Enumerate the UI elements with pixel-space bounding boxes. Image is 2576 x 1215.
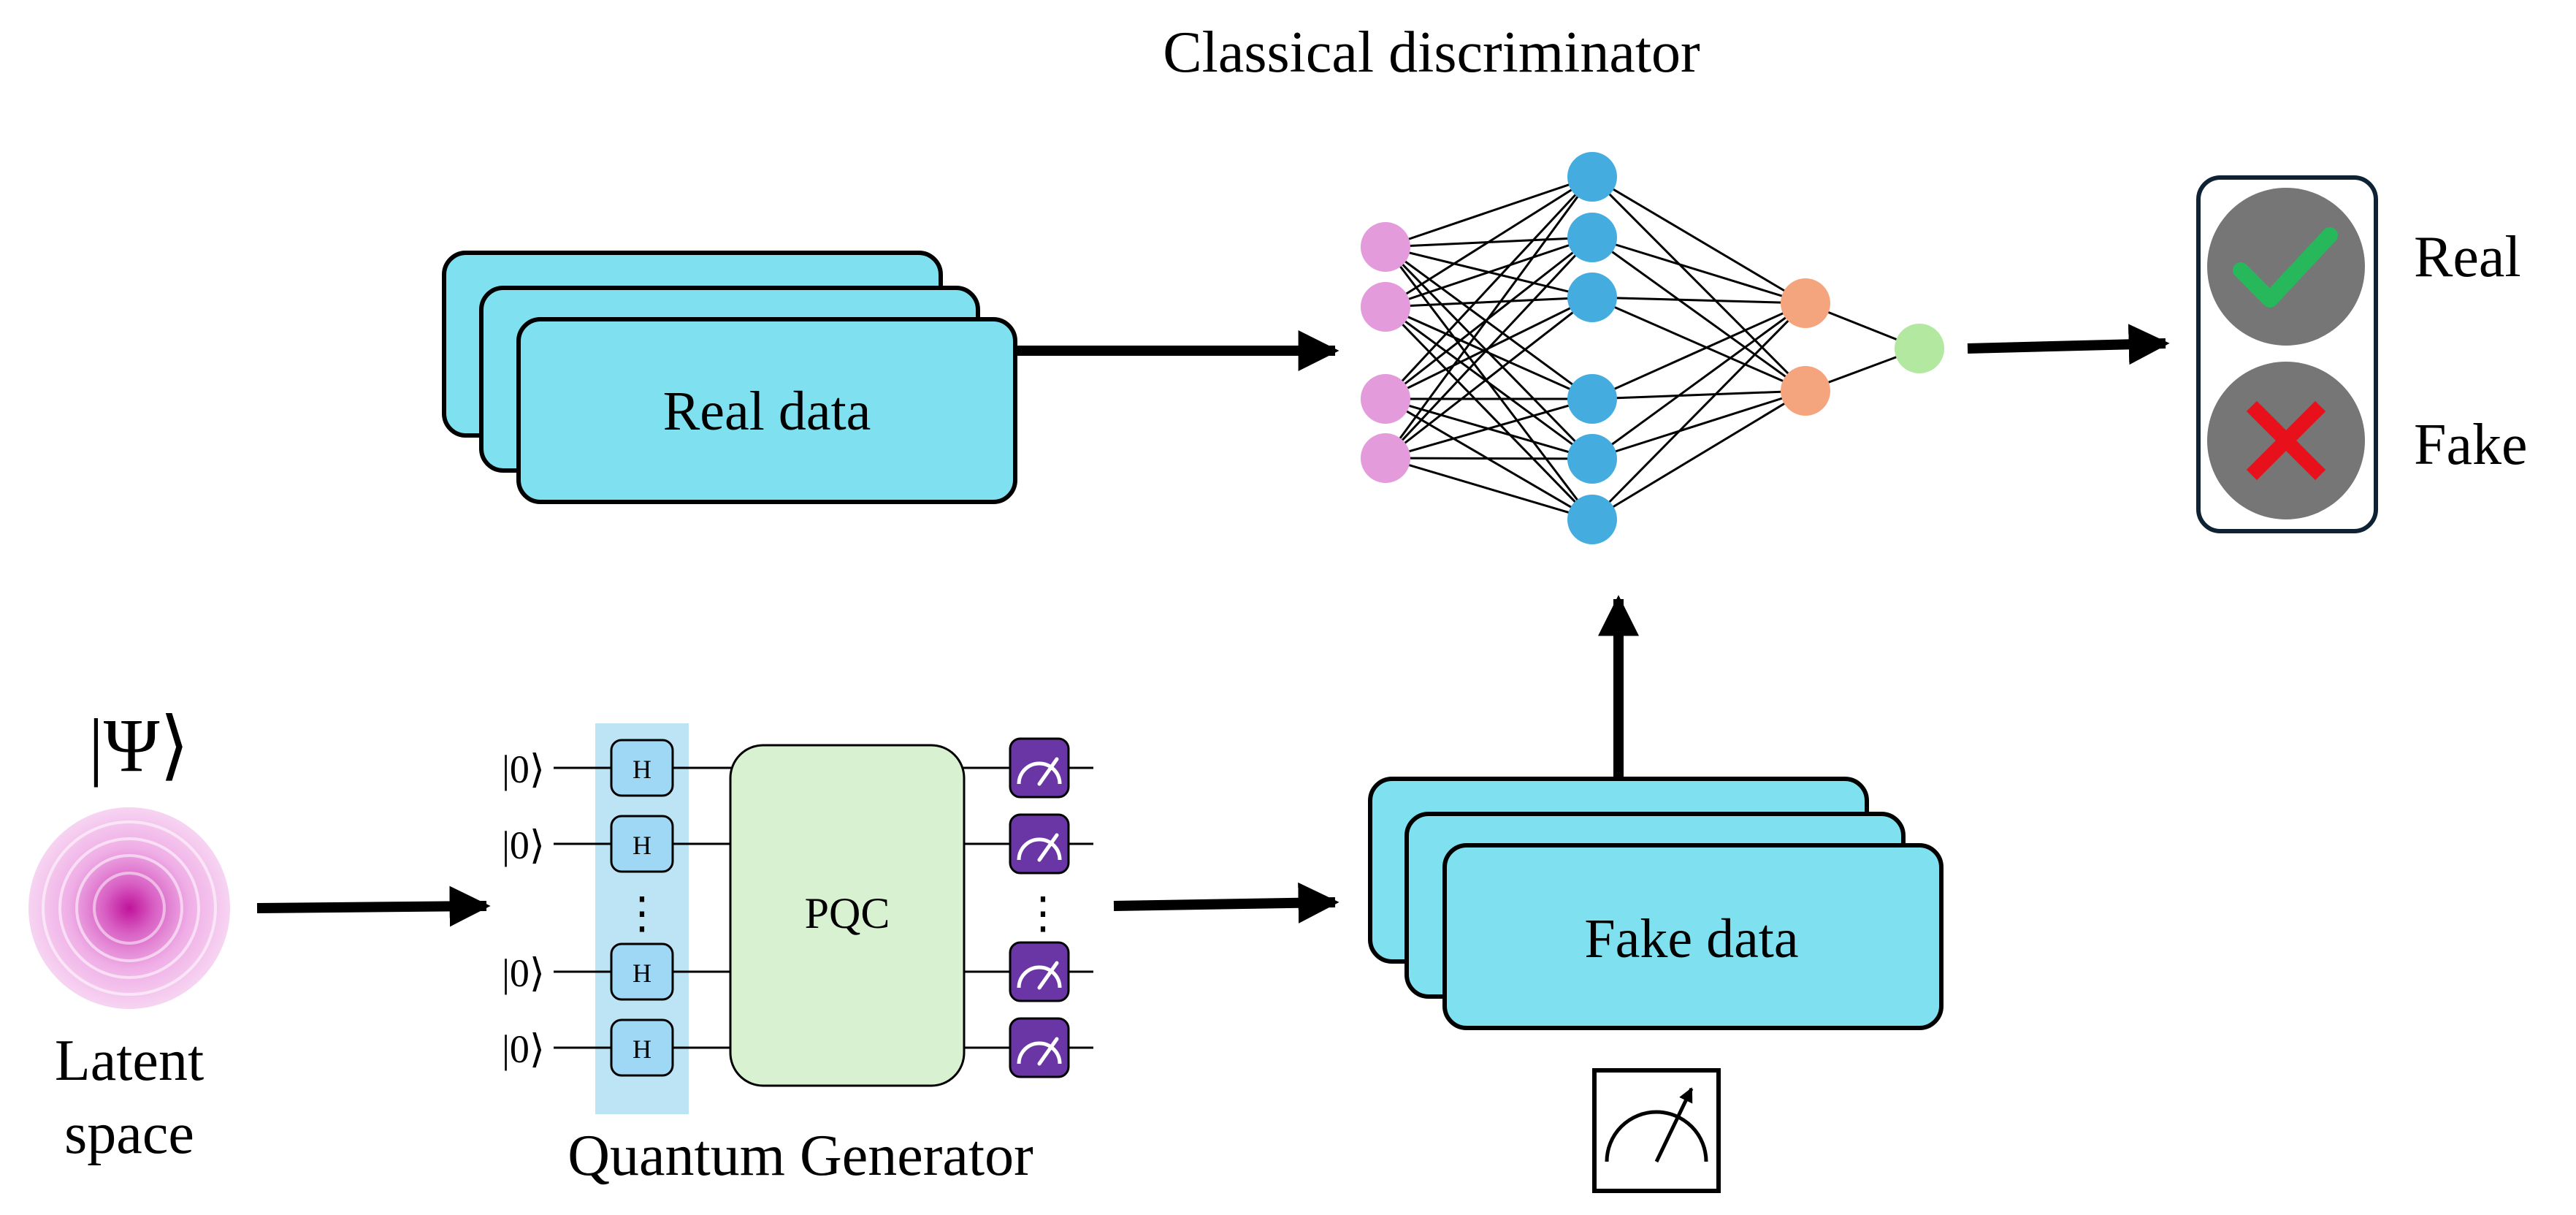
- network-edge: [1591, 302, 1806, 400]
- pqc-block: [729, 744, 966, 1087]
- latent-label-line1: Latent: [55, 1029, 204, 1093]
- hidden-neuron: [1567, 495, 1617, 544]
- network-edge: [1384, 176, 1594, 459]
- hidden-neuron: [1567, 273, 1617, 322]
- cross-icon: [2246, 400, 2326, 481]
- latent-wave-icon: [28, 807, 230, 1009]
- hidden-neuron: [1567, 152, 1617, 202]
- input-neuron: [1361, 374, 1410, 424]
- output-neuron: [1895, 324, 1944, 373]
- network-edge: [1385, 305, 1593, 400]
- check-icon: [2233, 227, 2338, 308]
- real-data-card-front: [516, 317, 1017, 504]
- qubit-init-label: |0⟩: [502, 823, 545, 867]
- network-edge: [1591, 302, 1806, 460]
- measurement-gate-icon: [1009, 941, 1070, 1002]
- network-edge: [1591, 175, 1807, 392]
- qubit-init-label: |0⟩: [502, 1027, 545, 1071]
- network-edge: [1384, 175, 1594, 400]
- network-edges: [1384, 175, 1920, 521]
- quantum-generator-title: Quantum Generator: [567, 1124, 1033, 1188]
- fake-data-card-front: [1442, 843, 1944, 1030]
- orange-neuron: [1781, 278, 1830, 328]
- input-neuron: [1361, 433, 1410, 483]
- psi-ket-symbol: |Ψ⟩: [88, 704, 189, 788]
- real-output-label: Real: [2414, 225, 2521, 289]
- hidden-neuron: [1567, 374, 1617, 424]
- hadamard-gate-label: H: [632, 1035, 651, 1064]
- network-edge: [1384, 305, 1594, 521]
- network-edge: [1591, 389, 1806, 521]
- network-edge: [1385, 397, 1593, 460]
- latent-label-line2: space: [64, 1102, 194, 1166]
- measurement-gate-icon: [1009, 1017, 1070, 1078]
- network-edge: [1385, 236, 1593, 308]
- network-edge: [1591, 175, 1806, 305]
- quantum-generator: PQC |0⟩ H |0⟩ H |0⟩ H |0⟩ H ⋮ ⋮ Quantum Generat…: [502, 723, 1093, 1188]
- network-edge: [1591, 302, 1807, 521]
- network-edge: [1385, 175, 1593, 308]
- network-edge: [1385, 245, 1593, 400]
- network-neurons: [1361, 152, 1944, 544]
- network-edge: [1385, 457, 1593, 460]
- fake-output-label: Fake: [2414, 413, 2528, 477]
- network-edge: [1384, 236, 1594, 460]
- classification-output: Real Fake: [2196, 175, 2528, 533]
- latent-space: |Ψ⟩ Latent space: [28, 704, 230, 1166]
- arrow-generator-to-fake: [1113, 882, 1339, 923]
- network-edge: [1591, 236, 1806, 305]
- input-neuron: [1361, 282, 1410, 332]
- network-edge: [1591, 236, 1806, 392]
- network-edge: [1591, 389, 1806, 400]
- hidden-neuron: [1567, 213, 1617, 262]
- arrow-discriminator-to-output: [1967, 324, 2170, 365]
- qubit-init-label: |0⟩: [502, 747, 545, 791]
- input-neuron: [1361, 222, 1410, 272]
- network-edge: [1385, 296, 1593, 460]
- network-edge: [1385, 296, 1593, 308]
- measure-vdots: ⋮: [1021, 889, 1065, 937]
- network-edge: [1385, 305, 1593, 460]
- hadamard-gate-label: H: [632, 755, 651, 784]
- network-edge: [1591, 296, 1806, 392]
- hadamard-gate: [610, 942, 674, 1001]
- discriminator-title: Classical discriminator: [1163, 20, 1700, 85]
- real-data-stack: Real data: [442, 251, 1017, 504]
- fake-data-label: Fake data: [1584, 908, 1798, 970]
- measurement-gate-icon: [1009, 737, 1070, 799]
- qubit-init-label: |0⟩: [502, 951, 545, 995]
- hadamard-gate: [610, 1018, 674, 1077]
- arrow-latent-to-generator: [256, 885, 491, 927]
- hadamard-gate-label: H: [632, 831, 651, 860]
- hadamard-gate: [610, 815, 674, 873]
- hadamard-gate-label: H: [632, 959, 651, 988]
- network-edge: [1385, 457, 1593, 521]
- hidden-neuron: [1567, 434, 1617, 484]
- qubit-gates: |0⟩ H |0⟩ H |0⟩ H |0⟩ H: [502, 737, 1070, 1078]
- orange-neuron: [1781, 366, 1830, 416]
- hadamard-gate: [610, 739, 674, 797]
- real-data-label: Real data: [663, 381, 871, 442]
- measurement-meter-icon: [1592, 1068, 1721, 1193]
- hadamard-vdots: ⋮: [620, 889, 664, 937]
- real-indicator: [2207, 188, 2365, 346]
- network-edge: [1385, 175, 1593, 248]
- pqc-label: PQC: [805, 889, 890, 937]
- measurement-gate-icon: [1009, 813, 1070, 875]
- network-edge: [1591, 296, 1806, 305]
- fake-data-stack: Fake data: [1368, 777, 1944, 1030]
- network-edge: [1591, 389, 1806, 460]
